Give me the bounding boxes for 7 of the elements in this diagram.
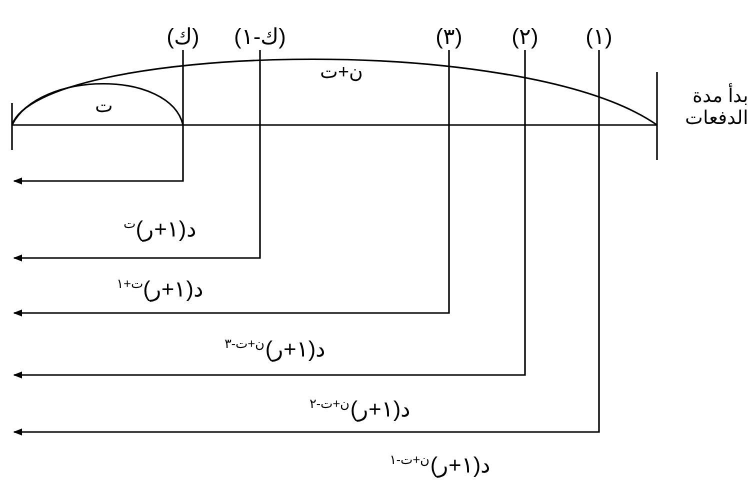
arrow bbox=[13, 50, 261, 262]
arrow bbox=[13, 50, 600, 436]
period-label: (ك) bbox=[166, 24, 200, 50]
arrow bbox=[13, 50, 184, 185]
arrow bbox=[13, 50, 450, 317]
period-label: (ك-١) bbox=[233, 24, 287, 50]
arrow bbox=[13, 50, 526, 379]
